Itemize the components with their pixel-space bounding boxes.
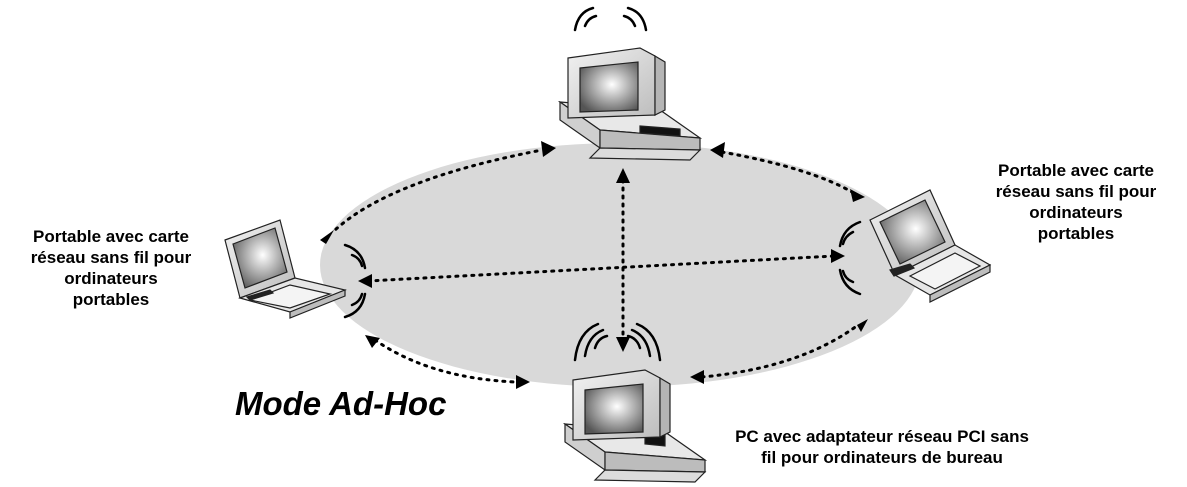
network-area [320,143,920,387]
arrow-head [320,230,334,244]
wireless-links [333,149,860,384]
wave-icon [626,334,642,350]
wave-icon [350,253,364,268]
wave-icon [583,328,605,358]
link-horizontal [366,254,836,283]
arrow-head [831,249,845,263]
link-top-right [720,150,854,194]
diagram-title: Mode Ad-Hoc [235,385,447,422]
arrow-head [710,142,725,158]
link-top-left [333,149,539,232]
wave-icon [583,14,598,28]
wave-icon [593,334,609,350]
wave-icon [841,269,855,284]
arrow-head [616,168,630,183]
arrow-head [690,370,704,384]
left-laptop-label: Portable avec carte réseau sans fil pour… [30,227,192,309]
arrow-head [358,274,372,288]
desktop-pc-icon [557,47,703,161]
arrow-head [516,375,530,389]
laptop-icon [224,219,347,319]
arrow-heads [320,141,868,389]
arrow-head [616,337,630,352]
wave-icon [635,322,662,362]
arrow-head [541,141,556,157]
link-left-bottom [373,338,517,384]
wave-icon [838,220,862,248]
wave-icon [343,292,367,319]
arrow-head [365,335,380,348]
arrow-head [857,319,868,332]
wave-icon [630,328,652,358]
laptop-icon [869,189,992,303]
wave-icon [343,243,367,270]
wave-icon [350,292,364,307]
wave-icon [626,6,648,32]
bottom-pc-label: PC avec adaptateur réseau PCI sans fil p… [735,427,1029,467]
right-laptop-label: Portable avec carte réseau sans fil pour… [995,161,1157,243]
wave-icon [622,14,637,28]
wave-icon [573,322,600,362]
wave-icon [841,230,855,246]
desktop-pc-icon [562,369,708,483]
wave-icon [838,268,862,296]
radio-waves [343,6,862,362]
arrow-head [850,189,865,202]
wave-icon [573,6,595,32]
link-right-bottom [700,323,860,379]
